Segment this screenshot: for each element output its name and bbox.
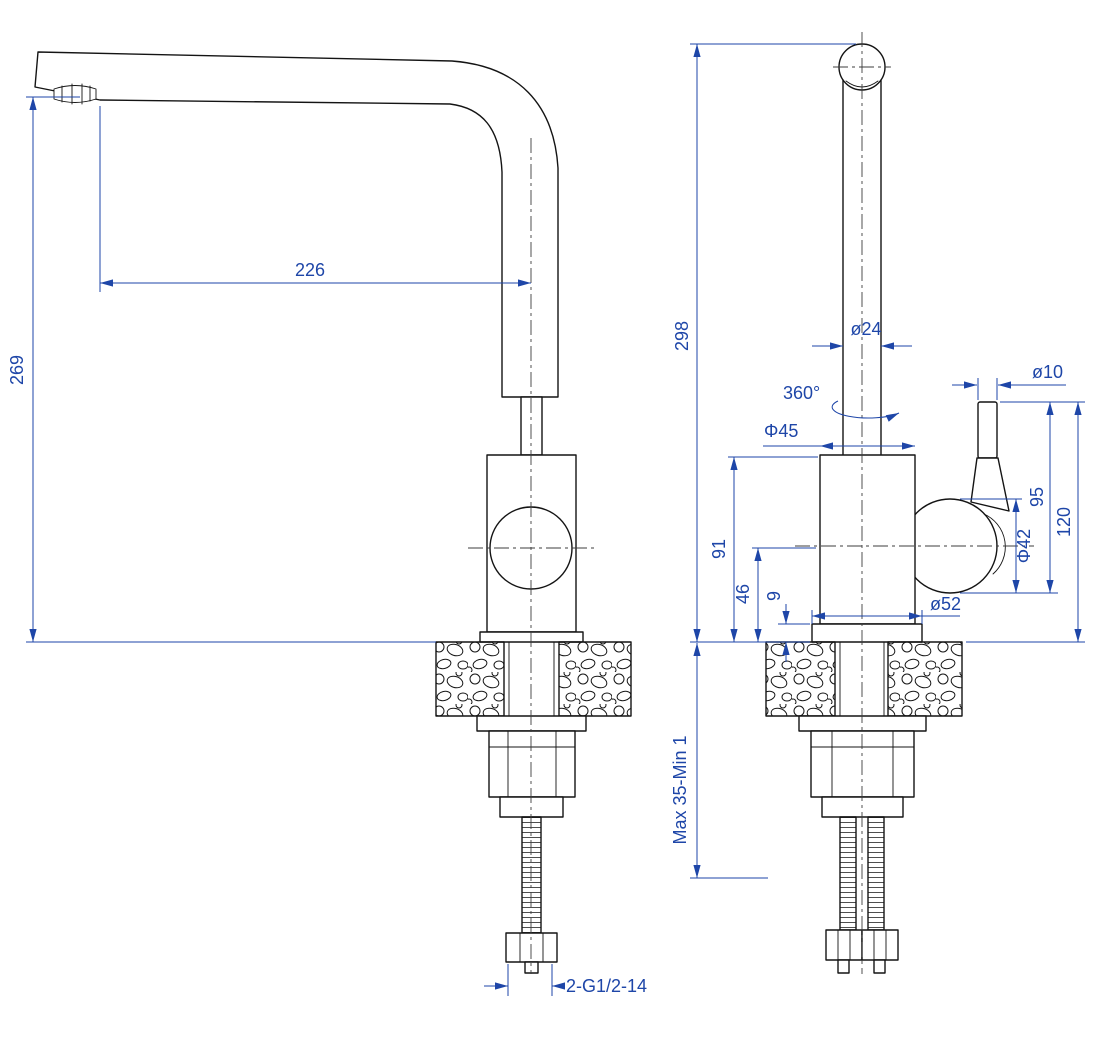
dimensions: 269 226 2-G1/2-14 298 ø24 <box>7 43 1085 996</box>
washer <box>476 715 587 732</box>
threaded-stud <box>521 816 542 934</box>
dim-mounting-thickness: Max 35-Min 1 <box>670 643 768 879</box>
centerlines <box>468 32 1034 974</box>
dim-center-height: 46 <box>733 547 816 642</box>
dim-base-diameter: ø52 <box>811 594 961 624</box>
dim-label: 226 <box>295 260 325 280</box>
dim-tube-diameter: ø24 <box>812 319 912 350</box>
body-right <box>819 454 916 625</box>
dim-label: 2-G1/2-14 <box>566 976 647 996</box>
base-flange-right <box>811 623 923 643</box>
mounting-nut-facets <box>810 730 915 798</box>
dim-spout-reach: 226 <box>99 106 531 292</box>
dim-body-diameter: Φ45 <box>763 421 915 450</box>
dim-label: 46 <box>733 584 753 604</box>
extension-lines <box>507 964 553 996</box>
countertop-block <box>558 641 632 717</box>
collar <box>499 796 564 818</box>
outlines <box>34 43 1010 974</box>
rotation-arc <box>831 400 900 422</box>
dim-spout-height: 269 <box>7 96 436 643</box>
dim-handle-overall-height: 120 <box>966 402 1085 643</box>
extension-lines <box>977 378 998 400</box>
dim-cartridge-diameter: Φ42 <box>960 498 1034 594</box>
dim-label: 120 <box>1054 507 1074 537</box>
dim-label: 9 <box>764 591 784 601</box>
hose-tip <box>873 959 886 974</box>
dim-label: ø10 <box>1032 362 1063 382</box>
dim-handle-height: 95 <box>998 401 1085 594</box>
dim-label: 95 <box>1027 487 1047 507</box>
dim-overall-height: 298 <box>672 43 856 643</box>
stud-tip <box>524 961 539 974</box>
shank-lines <box>508 641 555 717</box>
dim-label: 298 <box>672 321 692 351</box>
countertop-block <box>887 641 963 717</box>
aerator-knurl <box>61 83 91 105</box>
dim-swivel-angle: 360° <box>783 383 900 422</box>
hex-nut <box>505 932 558 963</box>
neck <box>520 396 543 456</box>
hose-nut-facets <box>873 929 887 961</box>
washer <box>798 715 927 732</box>
dim-body-height: 91 <box>709 456 818 642</box>
dim-thread-spec: 2-G1/2-14 <box>484 964 647 996</box>
right-view <box>765 43 1010 974</box>
handle-stem <box>977 401 998 459</box>
countertop-block <box>765 641 836 717</box>
dim-label: Φ42 <box>1014 529 1034 563</box>
aerator <box>53 85 97 103</box>
handle-cone <box>970 457 1010 512</box>
dim-label: ø24 <box>850 319 881 339</box>
collar <box>821 796 904 818</box>
countertop-block <box>435 641 505 717</box>
extension-lines <box>26 96 436 643</box>
ball-shading-arc <box>983 513 1006 575</box>
dim-label: 91 <box>709 539 729 559</box>
dim-label: ø52 <box>930 594 961 614</box>
extension-lines <box>960 498 1022 594</box>
dim-label: Max 35-Min 1 <box>670 735 690 844</box>
dim-handle-stem-diameter: ø10 <box>952 362 1066 400</box>
mounting-nut <box>488 730 576 798</box>
hose-tip <box>837 959 850 974</box>
hose-nut <box>825 929 863 961</box>
dim-label: 269 <box>7 355 27 385</box>
dim-label: 360° <box>783 383 820 403</box>
mounting-nut-facets <box>488 730 576 798</box>
supply-hose <box>839 816 857 931</box>
left-view <box>34 51 632 974</box>
extension-lines <box>690 43 856 643</box>
hose-nut-facets <box>837 929 851 961</box>
base-flange-left <box>479 631 584 643</box>
spout-profile <box>34 51 559 398</box>
dim-base-lip-height: 9 <box>764 591 810 662</box>
mounting-nut <box>810 730 915 798</box>
hex-nut-facets <box>519 932 544 963</box>
tube-lines <box>842 79 882 456</box>
supply-hose <box>867 816 885 931</box>
shank-lines <box>839 641 885 717</box>
dim-label: Φ45 <box>764 421 798 441</box>
hose-nut <box>861 929 899 961</box>
